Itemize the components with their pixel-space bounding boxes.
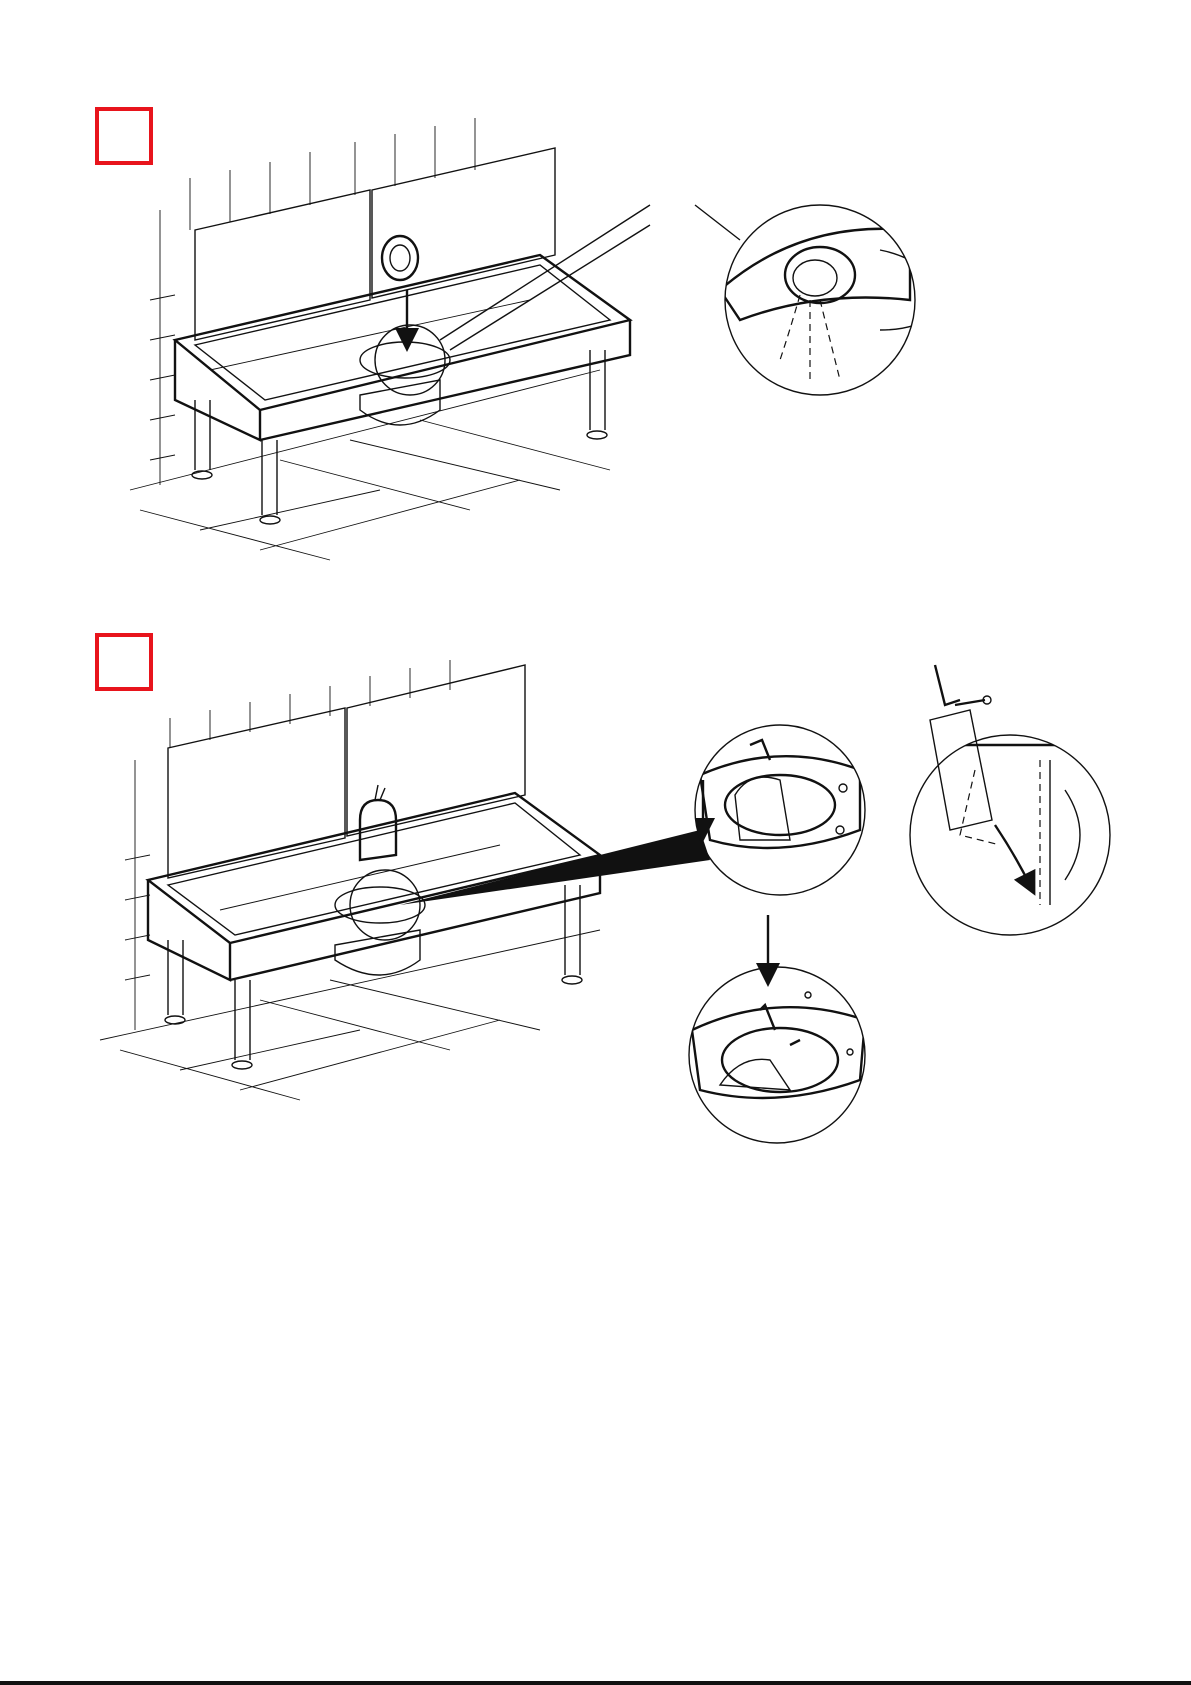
- figure-1: [130, 118, 945, 560]
- trough-1: [140, 255, 630, 560]
- detail-drain-2: [695, 725, 865, 895]
- page-bottom-rule: [0, 1681, 1191, 1685]
- detail-drain-1: [720, 205, 945, 395]
- wall-grid-2: [168, 660, 525, 878]
- figure-2: [100, 660, 1110, 1143]
- detail-drain-result: [689, 967, 865, 1143]
- detail-lock-section: [910, 665, 1110, 935]
- callout-fan-2: [400, 830, 710, 905]
